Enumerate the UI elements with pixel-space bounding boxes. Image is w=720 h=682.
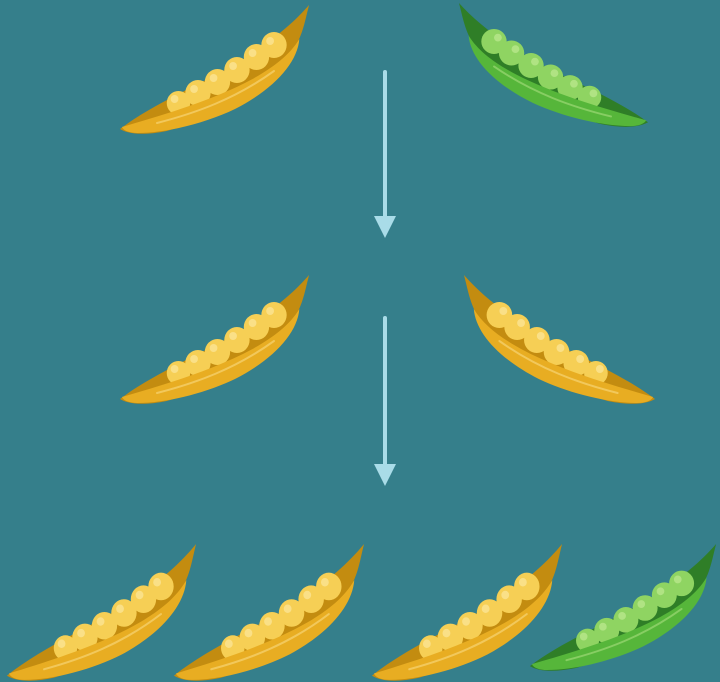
pods-layer xyxy=(7,3,716,681)
pea xyxy=(487,302,513,328)
pea xyxy=(481,29,506,54)
pea xyxy=(148,573,173,601)
yellow-pea-pod xyxy=(7,544,196,681)
generation-arrow xyxy=(374,72,396,238)
pea xyxy=(316,573,341,601)
second-generation-row xyxy=(7,544,716,681)
yellow-pea-pod xyxy=(120,5,309,134)
pea xyxy=(261,32,286,58)
first-generation-row xyxy=(120,275,655,404)
pea xyxy=(669,571,694,597)
yellow-pea-pod xyxy=(372,544,562,681)
generation-arrow xyxy=(374,318,396,486)
pea xyxy=(261,302,286,328)
yellow-pea-pod xyxy=(174,544,364,681)
green-pea-pod xyxy=(459,3,648,127)
yellow-pea-pod xyxy=(120,275,309,404)
yellow-pea-pod xyxy=(464,275,655,404)
pea xyxy=(514,573,539,601)
green-pea-pod xyxy=(530,544,716,671)
arrows-layer xyxy=(374,72,396,486)
